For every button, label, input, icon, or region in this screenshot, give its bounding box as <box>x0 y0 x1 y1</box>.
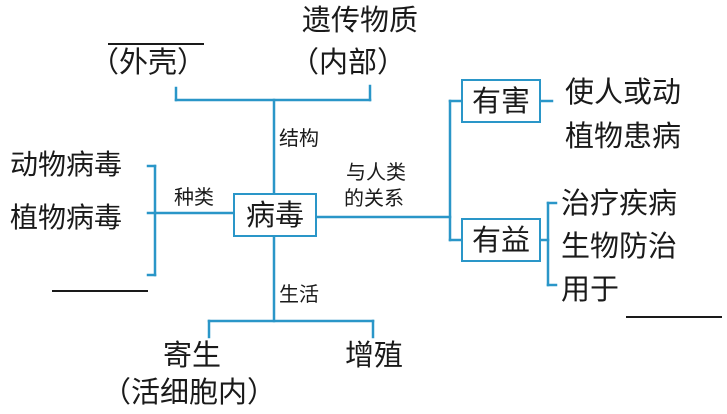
beneficial-item-biocontrol: 生物防治 <box>561 229 678 263</box>
harmful-effect-line1: 使人或动 <box>565 75 682 109</box>
inner-material-text: 遗传物质 <box>302 3 419 37</box>
beneficial-label: 有益 <box>471 222 530 257</box>
beneficial-item-used-for: 用于 <box>561 272 620 306</box>
used-for-blank-line <box>626 316 722 318</box>
inner-position-text: （内部） <box>290 45 407 79</box>
reproduction-text: 增殖 <box>345 338 404 372</box>
structure-branch-label: 结构 <box>279 126 319 150</box>
outer-shell-text: （外壳） <box>90 45 207 79</box>
harmful-box: 有害 <box>461 79 541 123</box>
relation-branch-label-line1: 与人类 <box>346 160 406 184</box>
types-item-animal-virus: 动物病毒 <box>10 148 123 181</box>
types-blank-line <box>52 290 148 292</box>
harmful-label: 有害 <box>471 83 530 118</box>
outer-shell-blank-line <box>108 43 204 45</box>
types-item-plant-virus: 植物病毒 <box>10 201 123 234</box>
beneficial-box: 有益 <box>461 218 541 262</box>
relation-branch-label-line2: 的关系 <box>344 186 404 210</box>
life-branch-label: 生活 <box>279 282 319 306</box>
beneficial-item-treatment: 治疗疾病 <box>561 186 678 220</box>
harmful-effect-line2: 植物患病 <box>565 119 682 153</box>
center-node-box: 病毒 <box>233 193 317 237</box>
parasitism-location-text: （活细胞内） <box>102 375 277 409</box>
parasitism-text: 寄生 <box>163 338 222 372</box>
center-node-label: 病毒 <box>245 197 304 232</box>
types-branch-label: 种类 <box>174 185 214 209</box>
